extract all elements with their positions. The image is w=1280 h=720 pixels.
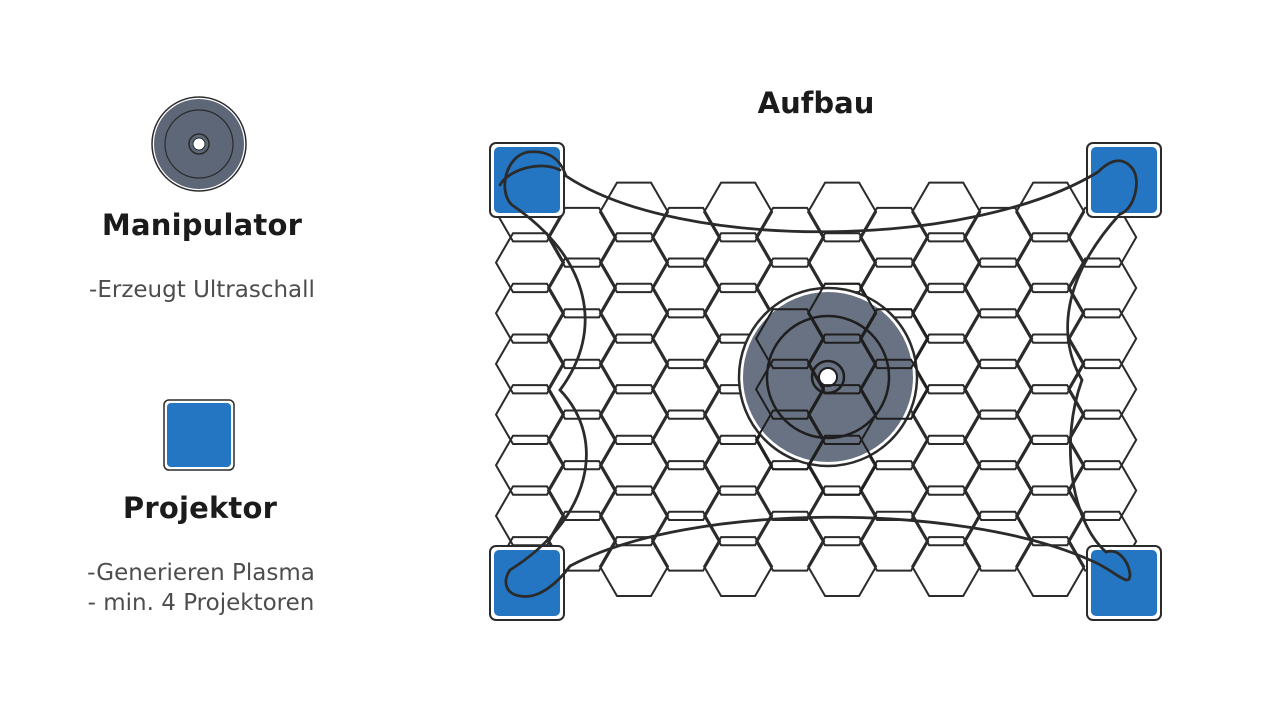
- hex-cell: [650, 257, 722, 319]
- hex-cell: [806, 181, 878, 243]
- hex-cell: [702, 181, 774, 243]
- hex-cell: [1067, 257, 1138, 319]
- hex-cell: [963, 510, 1034, 572]
- hex-cell: [1015, 282, 1086, 344]
- manipulator-center: [737, 286, 919, 468]
- hex-cell: [494, 384, 566, 445]
- hex-cell: [598, 384, 670, 445]
- hex-cell: [598, 434, 670, 496]
- diagram-title: Aufbau: [757, 86, 875, 120]
- hex-cell: [546, 460, 618, 521]
- hex-cell-over: [754, 308, 826, 370]
- manipulator-legend-title: Manipulator: [101, 208, 303, 242]
- hexagon-grid-overlay: [754, 282, 930, 496]
- hex-cell: [963, 358, 1034, 420]
- hex-cell: [1015, 536, 1086, 597]
- hex-cell: [1015, 434, 1086, 496]
- hex-cell: [911, 485, 982, 547]
- projector-top-right: [1086, 142, 1162, 218]
- hex-cell: [1015, 384, 1086, 445]
- hex-cell: [754, 206, 826, 268]
- hex-cell: [702, 536, 774, 597]
- hex-cell-over: [806, 333, 878, 395]
- hex-cell: [963, 460, 1034, 521]
- hex-cell: [911, 181, 982, 243]
- hex-cell: [806, 536, 878, 597]
- projector-legend-icon: [163, 399, 235, 471]
- hex-cell: [546, 257, 618, 319]
- hex-cell: [650, 510, 722, 572]
- hex-cell: [702, 434, 774, 496]
- hex-cell-over: [858, 358, 930, 420]
- hex-cell: [1015, 181, 1086, 243]
- projector-bottom-right: [1086, 545, 1162, 621]
- hex-cell-over: [806, 434, 878, 496]
- projector-top-left: [489, 142, 565, 218]
- plasma-boundary: [498, 150, 1138, 598]
- hex-cell: [494, 333, 566, 395]
- hex-cell: [598, 232, 670, 294]
- hex-cell: [806, 232, 878, 294]
- hex-cell: [702, 485, 774, 547]
- hex-cell: [546, 358, 618, 420]
- hex-cell: [858, 206, 930, 268]
- hex-cell-over: [806, 384, 878, 445]
- hex-cell: [494, 282, 566, 344]
- hex-cell-over: [858, 308, 930, 370]
- hex-cell-over: [754, 358, 826, 420]
- hex-cell: [598, 282, 670, 344]
- hex-cell: [963, 308, 1034, 370]
- hex-cell: [650, 460, 722, 521]
- projector-legend-description: -Generieren Plasma - min. 4 Projektoren: [1, 558, 401, 618]
- hex-cell: [650, 308, 722, 370]
- hex-cell: [858, 510, 930, 572]
- manipulator-legend-icon: [151, 96, 247, 192]
- hex-cell: [598, 333, 670, 395]
- hex-cell: [754, 510, 826, 572]
- hex-cell: [650, 206, 722, 268]
- hex-cell: [650, 358, 722, 420]
- hex-cell: [546, 409, 618, 471]
- hex-cell-over: [754, 409, 826, 471]
- hex-cell: [911, 384, 982, 445]
- hex-cell: [598, 485, 670, 547]
- hex-cell: [1015, 232, 1086, 294]
- hex-cell: [1015, 485, 1086, 547]
- hex-cell: [598, 181, 670, 243]
- hex-cell: [702, 232, 774, 294]
- hex-cell: [1067, 358, 1138, 420]
- hex-cell: [546, 206, 618, 268]
- projector-description-line-1: -Generieren Plasma: [87, 560, 315, 586]
- hex-cell: [911, 232, 982, 294]
- hex-cell: [858, 257, 930, 319]
- hex-cell: [911, 536, 982, 597]
- hex-cell-over: [806, 282, 878, 344]
- hex-cell: [806, 485, 878, 547]
- hex-cell: [963, 257, 1034, 319]
- manipulator-legend-description: -Erzeugt Ultraschall: [89, 277, 315, 303]
- hex-cell: [494, 434, 566, 496]
- hex-cell: [911, 282, 982, 344]
- hex-cell: [1067, 409, 1138, 471]
- projector-bottom-left: [489, 545, 565, 621]
- projector-description-line-2: - min. 4 Projektoren: [87, 590, 315, 616]
- hex-cell: [546, 308, 618, 370]
- hex-cell: [650, 409, 722, 471]
- hex-cell: [911, 434, 982, 496]
- hex-cell: [963, 409, 1034, 471]
- hex-cell: [1067, 460, 1138, 521]
- projector-legend-title: Projektor: [122, 491, 278, 525]
